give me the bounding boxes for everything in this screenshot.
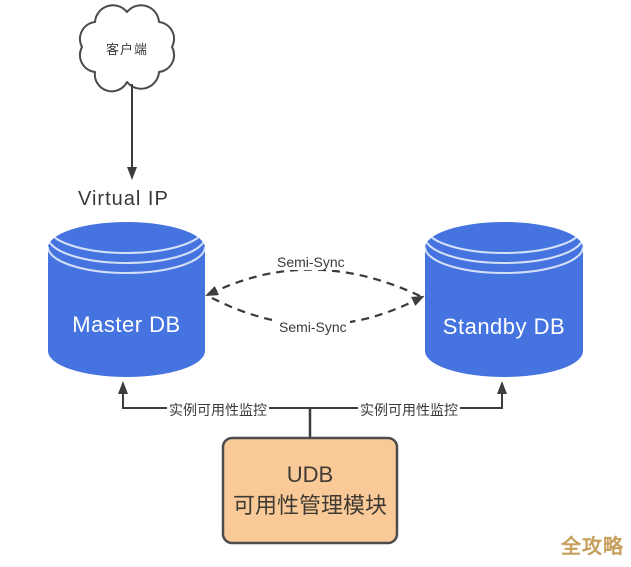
master-db-label: Master DB (72, 312, 181, 337)
client-cloud-shape (79, 4, 175, 93)
standby-db-stripe (425, 246, 583, 274)
monitoring-left-label: 实例可用性监控 (167, 400, 269, 420)
udb-module-title: UDB (286, 462, 334, 487)
semi-sync-arrow-to-master (205, 268, 421, 297)
udb-module-label: UDB 可用性管理模块 (223, 459, 397, 521)
watermark-text: 全攻略 (561, 536, 624, 558)
semi-sync-top-label: Semi-Sync (274, 254, 348, 270)
master-db-cylinder (48, 222, 205, 378)
semi-sync-bottom-label: Semi-Sync (276, 319, 350, 335)
master-db-body (48, 222, 205, 378)
standby-db-stripe (425, 226, 583, 254)
master-db-stripe (48, 246, 205, 274)
standby-db-body (425, 222, 583, 377)
client-label: 客户端 (105, 42, 148, 57)
monitoring-right-label: 实例可用性监控 (358, 400, 460, 420)
standby-db-label: Standby DB (442, 314, 566, 339)
master-db-stripe (48, 236, 205, 264)
virtual-ip-label: Virtual IP (78, 188, 169, 210)
standby-db-cylinder (425, 222, 583, 377)
master-db-stripe (48, 226, 205, 254)
standby-db-stripe (425, 236, 583, 264)
udb-module-box (221, 436, 399, 545)
udb-module-subtitle: 可用性管理模块 (232, 493, 387, 518)
